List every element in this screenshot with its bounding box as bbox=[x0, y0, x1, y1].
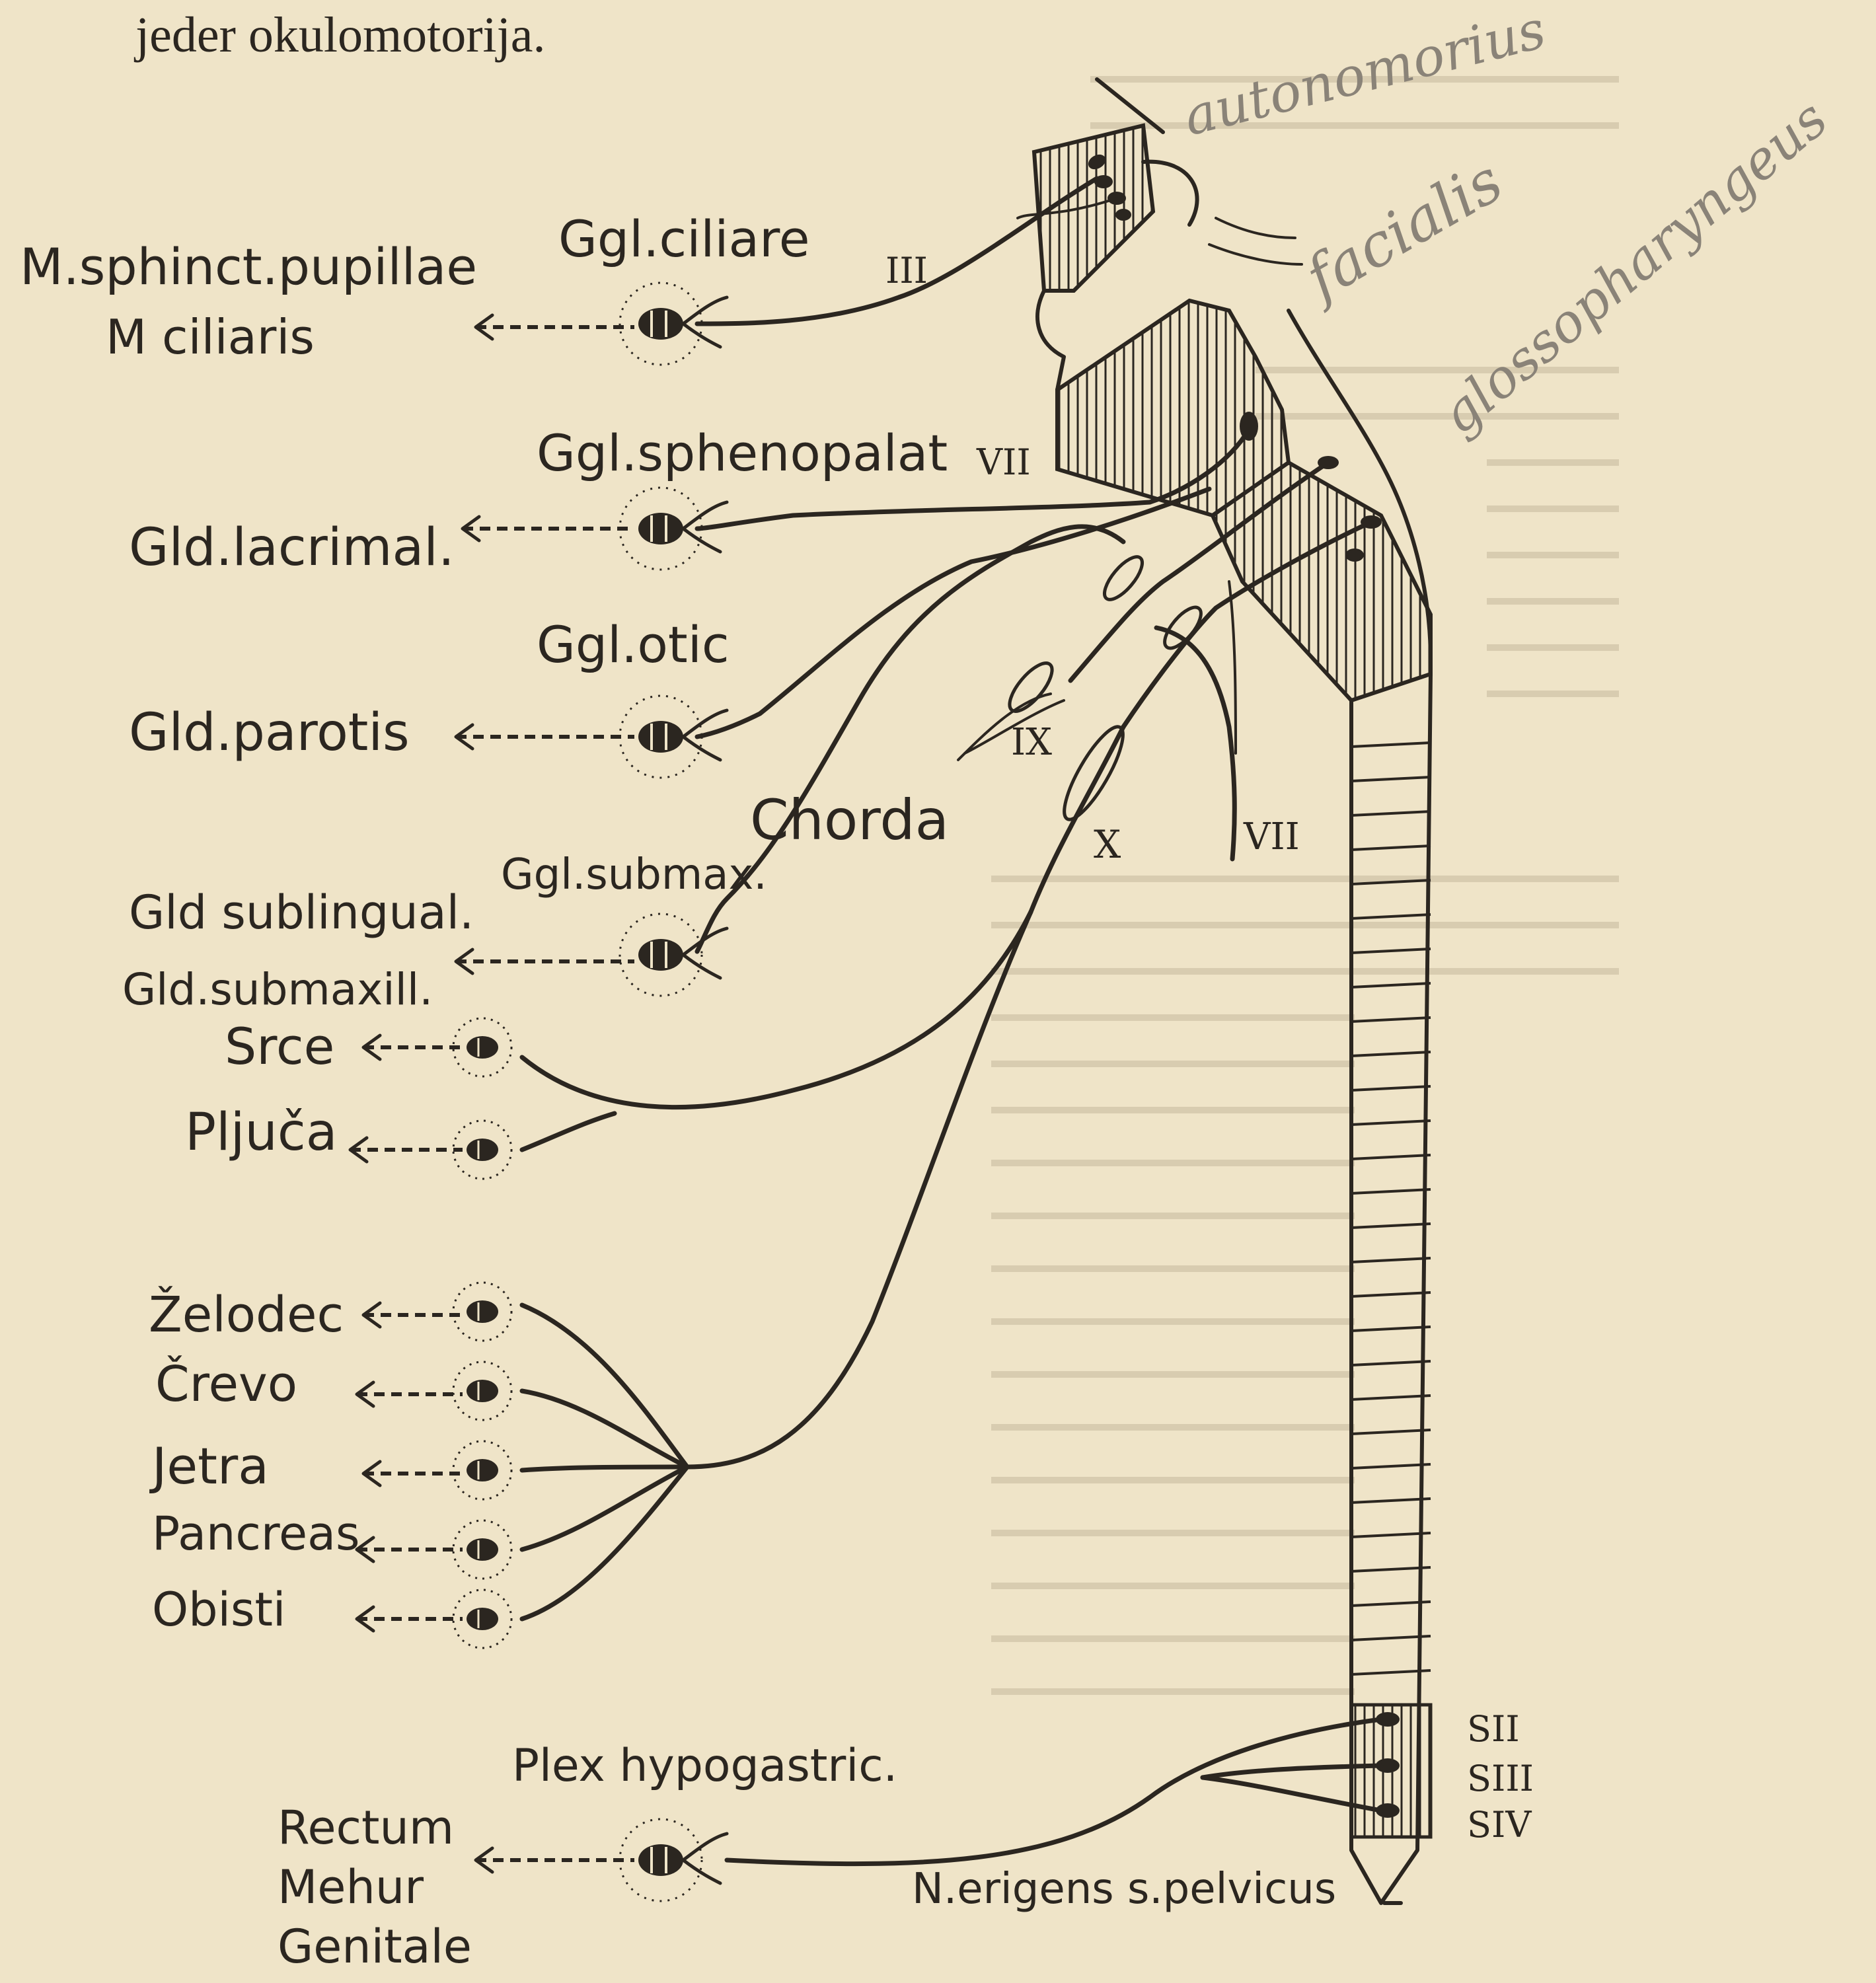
target-label-2: M ciliaris bbox=[106, 309, 315, 365]
ganglion-body bbox=[467, 1380, 498, 1402]
spinal-cord bbox=[1351, 674, 1431, 1903]
cranial-nerve-X: X bbox=[1094, 822, 1121, 867]
sacral-SIV: SIV bbox=[1467, 1804, 1532, 1846]
vagal-ganglia bbox=[1002, 551, 1207, 826]
label-chorda: Chorda bbox=[750, 788, 949, 852]
cranial-nerve-IX: IX bbox=[1011, 721, 1052, 764]
ganglion-body bbox=[467, 1459, 498, 1481]
ganglion-body bbox=[638, 721, 683, 753]
target-label-6: Gld.submaxill. bbox=[122, 964, 433, 1015]
label-n-erigens: N.erigens s.pelvicus bbox=[912, 1865, 1336, 1914]
cranial-nerve-VII: VII bbox=[976, 441, 1031, 483]
label-ggl-sphenopalat: Ggl.sphenopalat bbox=[537, 424, 948, 482]
label-ggl-otic: Ggl.otic bbox=[537, 615, 730, 674]
target-label-14: Rectum bbox=[278, 1801, 454, 1855]
target-label-4: Gld.parotis bbox=[129, 703, 410, 763]
sacral-SII: SII bbox=[1467, 1708, 1520, 1750]
label-ggl-submax: Ggl.submax. bbox=[501, 850, 767, 899]
ganglion-body bbox=[467, 1139, 498, 1161]
target-label-15: Mehur bbox=[278, 1860, 424, 1914]
label-ggl-ciliare: Ggl.ciliare bbox=[558, 209, 809, 268]
cranial-nerve-III: III bbox=[885, 250, 928, 291]
target-label-11: Jetra bbox=[149, 1437, 269, 1495]
ganglion-body bbox=[638, 939, 683, 971]
target-label-10: Črevo bbox=[155, 1355, 297, 1413]
sacral-SIII: SIII bbox=[1467, 1758, 1534, 1799]
label-plex-hypogastric: Plex hypogastric. bbox=[512, 1740, 897, 1792]
target-label-8: Pljuča bbox=[185, 1103, 338, 1162]
target-label-5: Gld sublingual. bbox=[129, 885, 474, 940]
target-label-12: Pancreas bbox=[152, 1507, 360, 1561]
ganglion-body bbox=[467, 1538, 498, 1561]
ganglion-body bbox=[638, 1844, 683, 1876]
pencil-note-3: glossopharyngeus bbox=[1429, 88, 1838, 446]
target-label-13: Obisti bbox=[152, 1583, 285, 1637]
target-label-7: Srce bbox=[225, 1017, 334, 1076]
target-label-3: Gld.lacrimal. bbox=[129, 518, 455, 578]
ganglion-fibres bbox=[683, 1834, 727, 1883]
peripheral-ganglia bbox=[453, 283, 727, 1901]
target-label-1: M.sphinct.pupillae bbox=[20, 237, 477, 296]
ganglion-body bbox=[467, 1608, 498, 1630]
ganglion-body bbox=[467, 1300, 498, 1323]
cranial-nerve-VII-lower: VII bbox=[1243, 815, 1300, 858]
ganglion-body bbox=[467, 1036, 498, 1059]
target-label-9: Želodec bbox=[149, 1285, 344, 1343]
ganglion-body bbox=[638, 308, 683, 340]
header-text: jeder okulomotorija. bbox=[133, 7, 546, 63]
target-label-16: Genitale bbox=[278, 1920, 472, 1974]
ganglion-body bbox=[638, 513, 683, 544]
pencil-note-2: facialis bbox=[1291, 146, 1514, 315]
target-organs: M.sphinct.pupillae M ciliarisGld.lacrimal… bbox=[20, 237, 634, 1974]
